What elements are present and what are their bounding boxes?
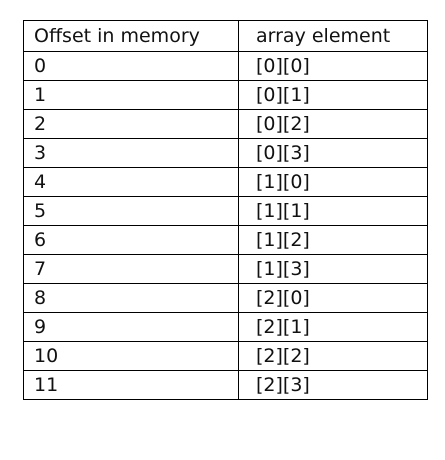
- offset-cell: 10: [23, 341, 239, 371]
- element-cell: [0][3]: [238, 138, 428, 168]
- element-cell: [2][1]: [238, 312, 428, 342]
- offset-cell: 9: [23, 312, 239, 342]
- element-cell: [0][0]: [238, 51, 428, 81]
- element-cell: [2][2]: [238, 341, 428, 371]
- header-row: Offset in memory array element: [23, 20, 428, 52]
- header-array-element: array element: [238, 20, 428, 52]
- element-cell: [1][1]: [238, 196, 428, 226]
- offset-cell: 8: [23, 283, 239, 313]
- table-row: 8 [2][0]: [23, 283, 428, 313]
- memory-offset-table: Offset in memory array element 0 [0][0] …: [23, 20, 428, 400]
- offset-cell: 4: [23, 167, 239, 197]
- table-row: 6 [1][2]: [23, 225, 428, 255]
- header-offset: Offset in memory: [23, 20, 239, 52]
- offset-cell: 6: [23, 225, 239, 255]
- table-row: 10 [2][2]: [23, 341, 428, 371]
- offset-cell: 0: [23, 51, 239, 81]
- offset-cell: 5: [23, 196, 239, 226]
- offset-cell: 7: [23, 254, 239, 284]
- table-row: 7 [1][3]: [23, 254, 428, 284]
- element-cell: [0][1]: [238, 80, 428, 110]
- element-cell: [0][2]: [238, 109, 428, 139]
- element-cell: [1][2]: [238, 225, 428, 255]
- table-row: 11 [2][3]: [23, 370, 428, 400]
- offset-cell: 1: [23, 80, 239, 110]
- table-row: 9 [2][1]: [23, 312, 428, 342]
- table-row: 3 [0][3]: [23, 138, 428, 168]
- element-cell: [1][3]: [238, 254, 428, 284]
- table-row: 0 [0][0]: [23, 51, 428, 81]
- table-row: 1 [0][1]: [23, 80, 428, 110]
- element-cell: [2][0]: [238, 283, 428, 313]
- offset-cell: 11: [23, 370, 239, 400]
- element-cell: [2][3]: [238, 370, 428, 400]
- table-body: 0 [0][0] 1 [0][1] 2 [0][2] 3 [0][3] 4 [1…: [23, 51, 428, 400]
- element-cell: [1][0]: [238, 167, 428, 197]
- table-row: 2 [0][2]: [23, 109, 428, 139]
- offset-cell: 2: [23, 109, 239, 139]
- table-row: 5 [1][1]: [23, 196, 428, 226]
- offset-cell: 3: [23, 138, 239, 168]
- table-header: Offset in memory array element: [23, 20, 428, 52]
- table-row: 4 [1][0]: [23, 167, 428, 197]
